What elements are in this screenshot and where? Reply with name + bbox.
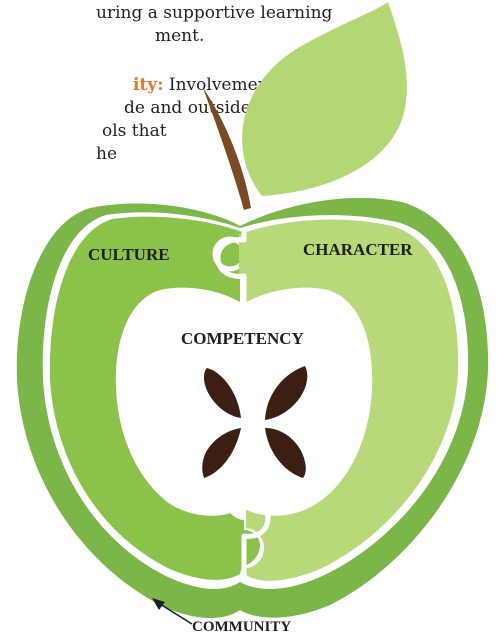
community-text-line-2: de and outside — [124, 98, 251, 118]
seed-top-left — [203, 368, 241, 418]
community-text-line-4: he — [96, 144, 118, 164]
apple-core — [115, 287, 373, 516]
community-arrow-head — [152, 598, 165, 610]
culture-label: CULTURE — [88, 245, 170, 264]
seed-bottom-left — [202, 428, 241, 478]
seed-bottom-right — [265, 428, 306, 478]
community-label: COMMUNITY — [192, 619, 291, 634]
community-text-line-1: ity: Involvement — [133, 74, 275, 96]
community-term-highlight: ity: — [133, 75, 164, 95]
intro-text-line-1: uring a supportive learning — [96, 3, 333, 23]
intro-text-line-2: ment. — [155, 26, 205, 46]
community-text-line-3: ols that — [102, 121, 167, 141]
competency-label: COMPETENCY — [181, 329, 304, 348]
seed-top-right — [265, 366, 308, 420]
character-label: CHARACTER — [303, 240, 413, 259]
leaf-shape — [242, 2, 407, 196]
community-arrow-line — [159, 603, 193, 625]
stem-shape — [203, 88, 251, 210]
community-text-line-1-rest: Involvement — [163, 75, 276, 95]
